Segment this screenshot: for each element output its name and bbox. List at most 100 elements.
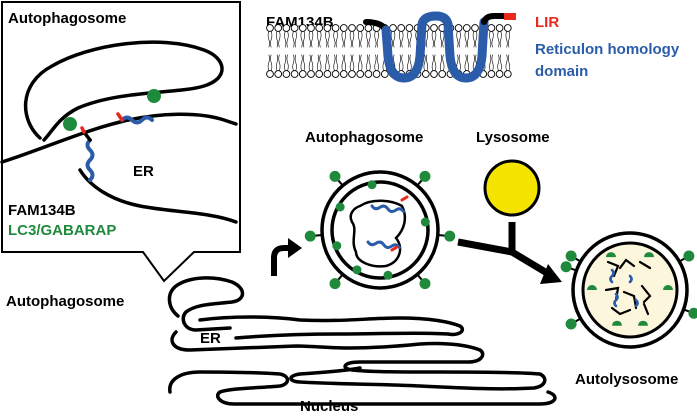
lipid-head-inner <box>348 54 356 78</box>
er-sheet <box>198 315 465 340</box>
lipid-head-inner <box>315 54 324 78</box>
lipid-head-outer <box>298 24 307 48</box>
engulfed-fam134b-receptor <box>366 240 402 250</box>
autolysosome-label: Autolysosome <box>575 371 678 388</box>
autophagosome <box>304 170 456 290</box>
lipid-head-outer <box>487 24 496 48</box>
lipid-head-inner <box>495 54 504 78</box>
lipid-head-outer <box>405 24 414 48</box>
lysosome-label: Lysosome <box>476 129 550 146</box>
degraded-lc3-half <box>612 320 623 326</box>
inset-callout: Autophagosome ER FAM134B LC3/GABARAP <box>0 1 241 283</box>
lipid-head-outer <box>266 24 274 48</box>
lipid-head-inner <box>266 54 274 78</box>
lipid-head-inner <box>274 54 283 78</box>
degrading-rhd-fragment <box>609 268 639 308</box>
lipid-head-outer <box>503 24 512 48</box>
legend-rhd-label-line2: domain <box>535 63 588 80</box>
lipid-head-outer <box>495 24 504 48</box>
inset-er-label: ER <box>133 163 154 180</box>
lipid-head-outer <box>323 24 332 48</box>
lipid-head-outer <box>471 24 479 48</box>
lipid-head-inner <box>307 54 315 78</box>
lc3-dot-inner <box>332 241 342 251</box>
lipid-head-outer <box>331 24 340 48</box>
autophagosome-left-label: Autophagosome <box>6 293 124 310</box>
outer-lc3-decorations <box>304 170 456 290</box>
lipid-head-inner <box>430 54 438 78</box>
curved-arrow-up-right-icon <box>271 238 302 276</box>
lipid-head-inner <box>339 54 348 78</box>
lc3-dot-inner <box>383 270 393 280</box>
inner-lc3-decorations <box>332 180 430 280</box>
lipid-head-inner <box>290 54 299 78</box>
lipid-head-outer <box>274 24 283 48</box>
lc3-dot <box>688 307 697 319</box>
autolysosome <box>560 231 697 349</box>
legend-rhd-label-line1: Reticulon homology <box>535 41 680 58</box>
lipid-head-outer <box>290 24 299 48</box>
lc3-dot <box>329 170 341 182</box>
lir-motif <box>504 13 516 20</box>
autolysosome-lc3-decorations <box>560 250 697 330</box>
inset-er-membrane <box>0 112 238 224</box>
lipid-head-outer <box>356 24 365 48</box>
degraded-lc3-half <box>637 320 648 326</box>
engulfed-lir-motif <box>390 245 399 252</box>
t-junction-arrow-icon <box>457 222 562 284</box>
lysosome <box>483 159 541 217</box>
lc3-dot <box>304 230 316 242</box>
inset-fam134b-label: FAM134B <box>8 202 76 219</box>
er-label: ER <box>200 330 221 347</box>
er-and-nucleus: Autophagosome ER Nucleus <box>6 276 557 415</box>
degraded-lc3-half <box>644 252 654 258</box>
inset-lc3-label: LC3/GABARAP <box>8 222 116 239</box>
lipid-head-inner <box>298 54 307 78</box>
fam134b-c-terminus <box>481 13 507 25</box>
degraded-lc3-half <box>663 285 673 290</box>
engulfed-er-fragment <box>349 199 407 268</box>
nuclear-envelope <box>168 370 557 406</box>
lipid-head-inner <box>438 54 447 78</box>
inset-phagophore-membrane <box>23 40 224 142</box>
lipid-head-outer <box>348 24 356 48</box>
degrading-er-fragment <box>604 258 652 316</box>
autophagosome-label: Autophagosome <box>305 129 423 146</box>
lipid-head-inner <box>331 54 340 78</box>
inset-lc3-dot <box>147 89 161 103</box>
lipid-head-inner <box>364 54 373 78</box>
lc3-dot <box>565 250 577 262</box>
lc3-dot-inner <box>352 265 362 275</box>
inset-lc3-dot <box>63 117 77 131</box>
legend: FAM134B LIR Reticulon homology domain <box>266 11 680 83</box>
lipid-head-outer <box>454 24 463 48</box>
lipid-head-inner <box>356 54 365 78</box>
degraded-lc3-half <box>587 285 597 290</box>
lipid-head-inner <box>503 54 512 78</box>
legend-lir-label: LIR <box>535 14 559 31</box>
lc3-dot-inner <box>420 217 430 227</box>
reticulon-homology-domain <box>381 11 489 83</box>
lipid-head-outer <box>462 24 471 48</box>
lc3-dot <box>329 278 341 290</box>
inset-fam134b-receptor <box>116 112 154 125</box>
lc3-dot <box>565 318 577 330</box>
nucleus-label: Nucleus <box>300 398 358 415</box>
lipid-head-outer <box>372 24 381 48</box>
inset-autophagosome-label: Autophagosome <box>8 10 126 27</box>
er-membrane <box>170 330 547 391</box>
engulfed-fam134b-receptor <box>370 204 406 214</box>
lipid-head-outer <box>282 24 291 48</box>
lipid-head-inner <box>323 54 332 78</box>
lc3-dot <box>419 278 431 290</box>
autolysosome-lumen <box>581 241 679 339</box>
lc3-dot <box>683 250 695 262</box>
lc3-dot-inner <box>367 180 377 190</box>
lipid-head-outer <box>307 24 315 48</box>
degraded-lc3-half <box>606 252 616 258</box>
lipid-head-inner <box>282 54 291 78</box>
phagophore-membrane <box>167 276 245 332</box>
lc3-dot-inner <box>335 202 345 212</box>
lipid-head-outer <box>364 24 373 48</box>
